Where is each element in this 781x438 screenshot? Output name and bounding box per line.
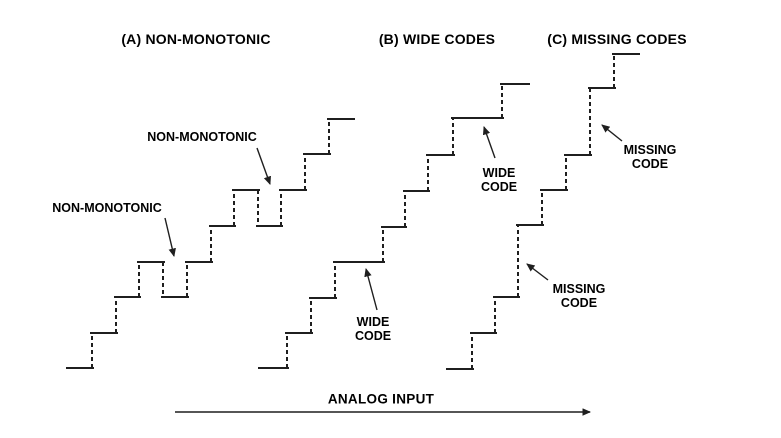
axis-label-analog-input: ANALOG INPUT — [327, 391, 435, 407]
label-wide-code-upper: WIDE CODE — [481, 166, 517, 194]
label-non-monotonic-lower: NON-MONOTONIC — [52, 201, 162, 215]
label-line: CODE — [354, 329, 392, 343]
label-missing-code-upper: MISSING CODE — [624, 143, 677, 171]
label-line: WIDE — [356, 315, 390, 329]
panel-title-b: (B) WIDE CODES — [378, 31, 496, 47]
label-missing-code-lower: MISSING CODE — [553, 282, 606, 310]
label-line: CODE — [480, 180, 518, 194]
label-line: MISSING — [623, 143, 677, 157]
label-line: NON-MONOTONIC — [52, 201, 162, 215]
callout-arrow-wide-code-upper — [482, 126, 496, 159]
callout-arrow-non-monotonic-lower — [164, 217, 176, 257]
callout-arrow-missing-code-upper — [601, 124, 623, 142]
callout-arrow-wide-code-lower — [364, 268, 378, 311]
label-line: CODE — [631, 157, 669, 171]
label-line: MISSING — [552, 282, 606, 296]
callout-arrow-non-monotonic-upper — [256, 147, 271, 185]
panel-title-a: (A) NON-MONOTONIC — [121, 31, 271, 47]
callout-arrow-missing-code-lower — [526, 263, 549, 281]
label-line: CODE — [560, 296, 598, 310]
panel-title-c: (C) MISSING CODES — [547, 31, 687, 47]
label-line: NON-MONOTONIC — [147, 130, 257, 144]
label-wide-code-lower: WIDE CODE — [355, 315, 391, 343]
label-non-monotonic-upper: NON-MONOTONIC — [147, 130, 257, 144]
label-line: WIDE — [482, 166, 516, 180]
